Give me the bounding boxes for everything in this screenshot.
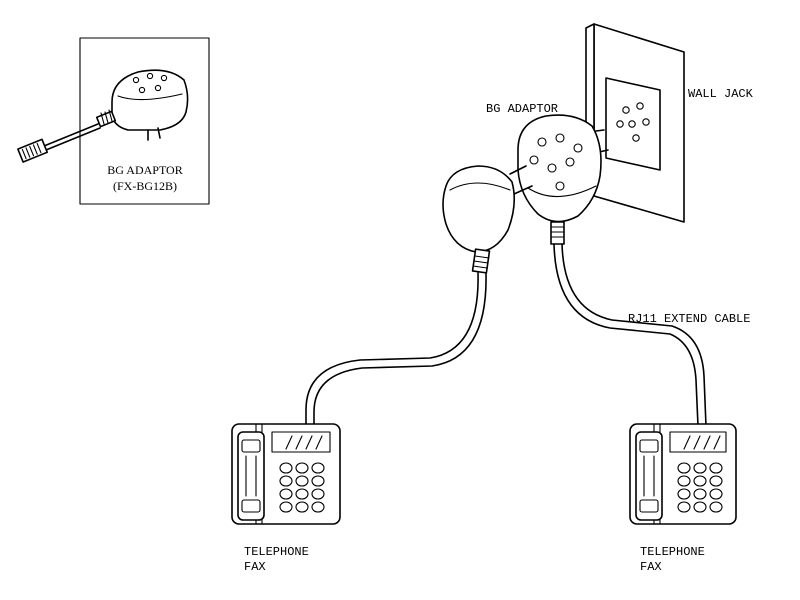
- inset-adaptor-illustration: [17, 69, 189, 163]
- telephone-right-label: TELEPHONE: [640, 545, 705, 559]
- bg-adaptor: [517, 114, 609, 245]
- inset-model: (FX-BG12B): [113, 179, 177, 193]
- inset-title: BG ADAPTOR: [107, 163, 182, 177]
- wall-plate: [585, 23, 685, 223]
- telephone-left: [231, 423, 341, 525]
- inset-panel: BG ADAPTOR (FX-BG12B): [17, 37, 210, 205]
- telephone-left-label: TELEPHONE: [244, 545, 309, 559]
- cable-label: RJ11 EXTEND CABLE: [628, 312, 750, 326]
- fax-left-label: FAX: [244, 560, 266, 574]
- fax-right-label: FAX: [640, 560, 662, 574]
- telephone-right: [629, 423, 737, 525]
- telephone-plug: [442, 165, 533, 274]
- wall-jack-label: WALL JACK: [688, 87, 754, 101]
- cable-right: [553, 243, 707, 427]
- bg-adaptor-label: BG ADAPTOR: [486, 102, 558, 116]
- cable-left: [305, 272, 487, 427]
